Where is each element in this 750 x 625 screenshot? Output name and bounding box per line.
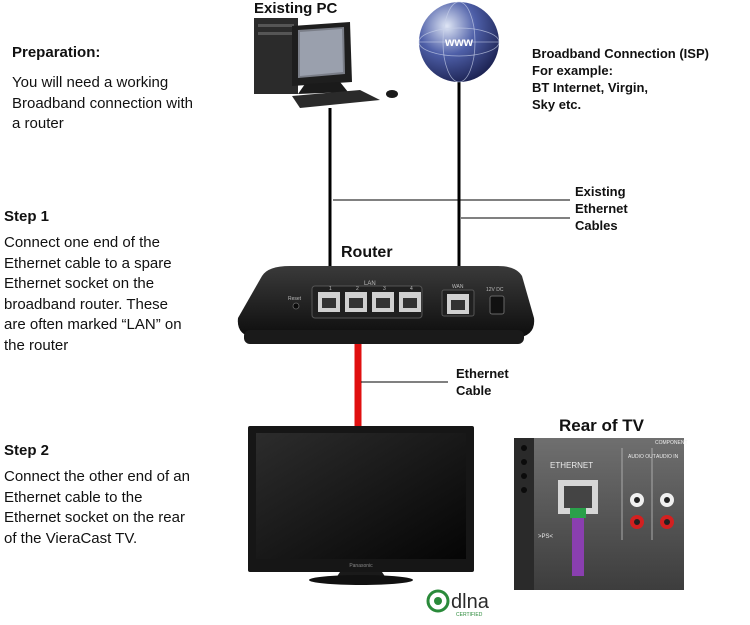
globe-label: www — [444, 35, 474, 49]
existing-cables-line: Existing — [575, 184, 626, 199]
preparation-line: Broadband connection with — [12, 94, 193, 112]
step1-line: Connect one end of the — [4, 234, 160, 251]
existing-cables-line: Cables — [575, 218, 618, 233]
router-lan-label: LAN — [364, 281, 376, 287]
existing-cables-label: Existing Ethernet Cables — [575, 183, 628, 234]
existing-pc-label: Existing PC — [254, 0, 338, 17]
preparation-line: You will need a working — [12, 74, 169, 91]
preparation-line: a router — [12, 115, 64, 132]
broadband-label: Broadband Connection (ISP) For example: … — [532, 45, 709, 113]
router-port-number: 1 — [329, 286, 332, 292]
router-port-number: 2 — [356, 286, 359, 292]
dlna-certified-text: CERTIFIED — [456, 612, 483, 618]
router-port-number: 3 — [383, 286, 386, 292]
dlna-logo: dlna CERTIFIED — [426, 589, 490, 618]
purple-ethernet-cable — [572, 518, 584, 576]
step2-text: Connect the other end of an Ethernet cab… — [4, 467, 190, 549]
step2-heading: Step 2 — [4, 442, 50, 459]
router-port-number: 4 — [410, 286, 413, 292]
tv-rear-audio-in-label: AUDIO IN — [656, 454, 679, 460]
step1-line: the router — [4, 336, 69, 354]
router-icon: LAN 1 2 3 4 WAN 12V DC Reset — [237, 266, 535, 344]
tv-icon: Panasonic — [248, 426, 474, 585]
existing-cables-line: Ethernet — [575, 201, 628, 216]
step1-line: Ethernet cable to a spare — [4, 254, 172, 272]
broadband-label-line: Sky etc. — [532, 97, 582, 112]
step1-heading: Step 1 — [4, 208, 50, 225]
preparation-text: You will need a working Broadband connec… — [12, 73, 193, 135]
tv-rear-audio-out-label: AUDIO OUT — [628, 454, 656, 460]
broadband-label-line: For example: — [532, 63, 613, 78]
step2-line: Connect the other end of an — [4, 468, 190, 485]
router-power-label: 12V DC — [486, 287, 504, 293]
dlna-logo-text: dlna — [451, 591, 490, 613]
tv-brand: Panasonic — [349, 563, 373, 569]
step2-line: of the VieraCast TV. — [4, 529, 138, 547]
preparation-heading: Preparation: — [12, 44, 101, 61]
broadband-label-line: Broadband Connection (ISP) — [532, 46, 709, 61]
router-label: Router — [341, 244, 393, 261]
globe-icon: www — [418, 1, 500, 83]
tv-rear-ps-label: >PS< — [538, 534, 554, 540]
tv-rear-component-label: COMPONENT — [655, 440, 688, 446]
pc-icon — [254, 18, 398, 108]
rear-of-tv-label: Rear of TV — [559, 416, 645, 435]
router-reset-label: Reset — [288, 296, 302, 302]
step2-line: Ethernet socket on the rear — [4, 509, 185, 526]
step1-text: Connect one end of the Ethernet cable to… — [4, 233, 182, 356]
router-wan-label: WAN — [452, 284, 464, 290]
step1-line: are often marked “LAN” on — [4, 316, 182, 333]
step2-line: Ethernet cable to the — [4, 488, 143, 506]
broadband-label-line: BT Internet, Virgin, — [532, 80, 649, 95]
step1-line: broadband router. These — [4, 295, 169, 313]
step1-line: Ethernet socket on the — [4, 275, 155, 292]
tv-rear-photo: ETHERNET >PS< AUDIO OUT AUDIO IN COMPONE… — [514, 438, 688, 590]
ethernet-cable-line: Ethernet — [456, 366, 509, 381]
ethernet-cable-line: Cable — [456, 383, 492, 398]
tv-rear-ethernet-label: ETHERNET — [550, 461, 593, 470]
ethernet-cable-label: Ethernet Cable — [456, 365, 509, 399]
